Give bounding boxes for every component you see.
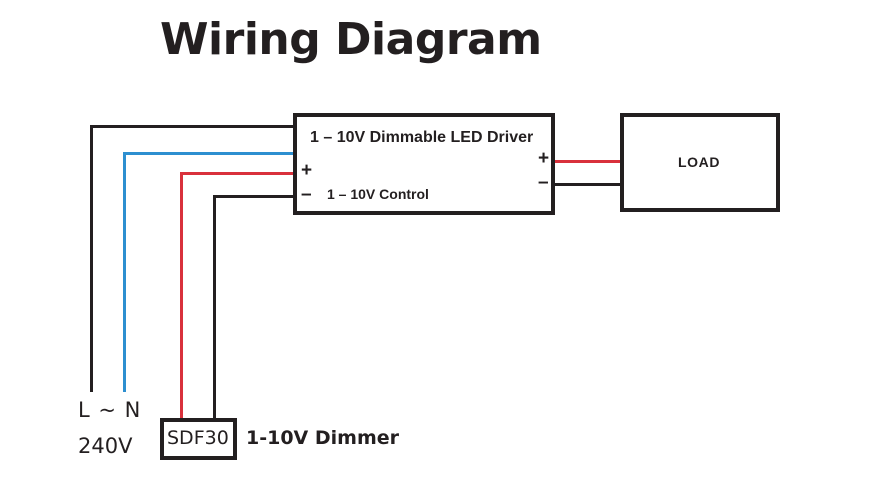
driver-input-minus-terminal: – [301, 184, 312, 205]
wire-neutral-blue-vertical [123, 152, 126, 392]
dimmer-model-label: SDF30 [167, 427, 229, 449]
led-driver-box [293, 113, 555, 215]
wire-live-black-vertical [90, 125, 93, 392]
driver-control-label: 1 – 10V Control [327, 186, 429, 202]
wire-output-red [552, 160, 624, 163]
load-box [620, 113, 780, 212]
dimmer-box [160, 418, 237, 460]
driver-input-plus-terminal: + [301, 160, 313, 181]
wire-control-black-vertical [213, 195, 216, 420]
load-label: LOAD [678, 154, 721, 170]
wire-live-black-horizontal [90, 125, 297, 128]
driver-output-minus-terminal: – [538, 172, 549, 193]
wire-control-black-horizontal [213, 195, 297, 198]
dimmer-caption-label: 1-10V Dimmer [246, 427, 400, 449]
driver-output-plus-terminal: + [538, 148, 550, 169]
wire-neutral-blue-horizontal [123, 152, 297, 155]
wire-control-red-horizontal [180, 172, 297, 175]
mains-voltage-label: 240V [78, 434, 133, 458]
wire-output-black [552, 183, 624, 186]
mains-terminals-label: L ~ N [78, 398, 142, 422]
wire-control-red-vertical [180, 172, 183, 420]
page-title: Wiring Diagram [160, 14, 542, 65]
driver-title-label: 1 – 10V Dimmable LED Driver [310, 129, 534, 146]
